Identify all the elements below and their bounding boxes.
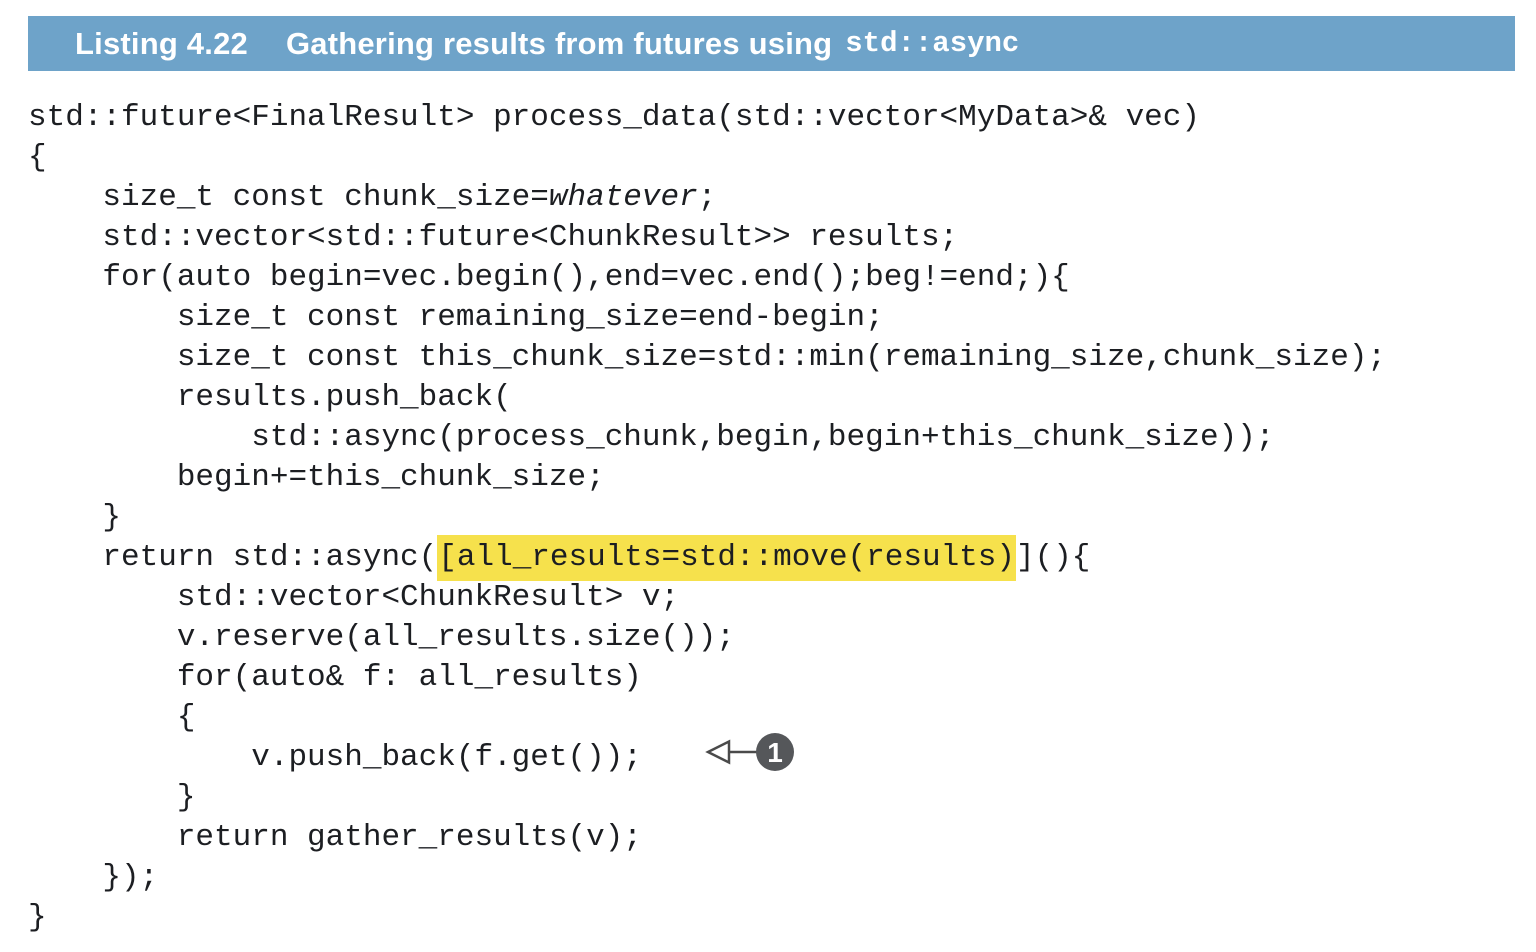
code-line: {: [28, 138, 1536, 178]
listing-title: Gathering results from futures using: [285, 25, 833, 61]
code-segment: return gather_results(v);: [28, 820, 642, 855]
code-line: }: [28, 778, 1536, 818]
code-line: for(auto begin=vec.begin(),end=vec.end()…: [28, 258, 1536, 298]
code-segment: std::vector<ChunkResult> v;: [28, 580, 680, 615]
code-line: });: [28, 858, 1536, 898]
code-segment: std::vector<std::future<ChunkResult>> re…: [28, 220, 959, 255]
svg-text:1: 1: [767, 737, 783, 768]
listing-header: Listing 4.22 Gathering results from futu…: [28, 16, 1515, 71]
code-segment: v.reserve(all_results.size());: [28, 620, 735, 655]
code-segment: size_t const remaining_size=end-begin;: [28, 300, 884, 335]
listing-title-code: std::async: [845, 27, 1020, 60]
code-segment: begin+=this_chunk_size;: [28, 460, 605, 495]
code-segment: });: [28, 860, 159, 895]
code-line: return gather_results(v);: [28, 818, 1536, 858]
code-line: for(auto& f: all_results): [28, 658, 1536, 698]
code-line: std::future<FinalResult> process_data(st…: [28, 98, 1536, 138]
code-segment: size_t const this_chunk_size=std::min(re…: [28, 340, 1387, 375]
code-segment: {: [28, 700, 196, 735]
code-segment: ](){: [1015, 540, 1091, 575]
italic-code: whatever: [548, 180, 698, 215]
code-line: size_t const remaining_size=end-begin;: [28, 298, 1536, 338]
code-line: std::vector<ChunkResult> v;: [28, 578, 1536, 618]
code-listing: std::future<FinalResult> process_data(st…: [28, 98, 1536, 938]
code-line: return std::async([all_results=std::move…: [28, 535, 1536, 581]
callout-number-badge: [755, 732, 794, 771]
book-page: Listing 4.22 Gathering results from futu…: [0, 16, 1536, 938]
highlighted-code: [all_results=std::move(results): [437, 535, 1016, 581]
code-line: {: [28, 698, 1536, 738]
code-line: v.push_back(f.get()); 1: [28, 732, 1536, 778]
code-segment: }: [28, 780, 196, 815]
code-line: v.reserve(all_results.size());: [28, 618, 1536, 658]
code-segment: }: [28, 900, 47, 935]
code-line: begin+=this_chunk_size;: [28, 458, 1536, 498]
code-segment: std::future<FinalResult> process_data(st…: [28, 100, 1200, 135]
code-segment: v.push_back(f.get());: [28, 740, 642, 775]
code-line: std::vector<std::future<ChunkResult>> re…: [28, 218, 1536, 258]
code-segment: std::async(process_chunk,begin,begin+thi…: [28, 420, 1275, 455]
code-line: results.push_back(: [28, 378, 1536, 418]
code-segment: for(auto begin=vec.begin(),end=vec.end()…: [28, 260, 1070, 295]
listing-label: Listing 4.22: [75, 25, 248, 61]
code-segment: size_t const chunk_size=: [28, 180, 549, 215]
code-segment: return std::async(: [28, 540, 438, 575]
code-segment: {: [28, 140, 47, 175]
code-line: size_t const this_chunk_size=std::min(re…: [28, 338, 1536, 378]
code-line: std::async(process_chunk,begin,begin+thi…: [28, 418, 1536, 458]
callout-marker: 1: [704, 731, 796, 786]
code-line: }: [28, 498, 1536, 538]
code-line: size_t const chunk_size=whatever;: [28, 178, 1536, 218]
code-segment: ;: [697, 180, 717, 215]
callout-arrow-icon: 1: [705, 732, 794, 771]
code-segment: results.push_back(: [28, 380, 512, 415]
code-line: }: [28, 898, 1536, 938]
code-segment: }: [28, 500, 122, 535]
code-segment: for(auto& f: all_results): [28, 660, 642, 695]
